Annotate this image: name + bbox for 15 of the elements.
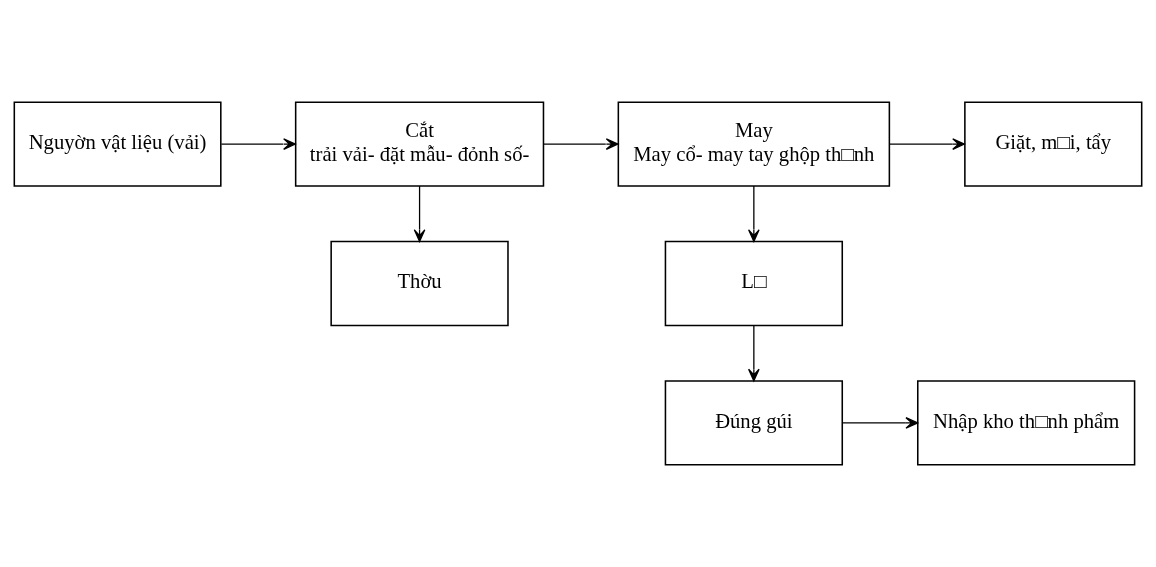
arrow bbox=[888, 138, 965, 150]
arrow bbox=[842, 417, 919, 429]
node-box: May May cổ- may tay ghộp th□nh bbox=[617, 101, 891, 187]
node-box: Nhập kho th□nh phẩm bbox=[917, 380, 1136, 466]
arrow bbox=[747, 185, 760, 243]
node-box: Đúng gúi bbox=[664, 380, 844, 466]
arrow bbox=[220, 138, 296, 150]
arrow bbox=[413, 185, 426, 243]
arrow bbox=[542, 138, 619, 150]
node-box: Giặt, m□i, tẩy bbox=[964, 101, 1143, 187]
node-box: Cắt trải vải- đặt mẫu- đỏnh số- bbox=[294, 101, 545, 187]
node-box: Nguyờn vật liệu (vải) bbox=[13, 101, 222, 187]
node-box: L□ bbox=[664, 240, 844, 327]
node-box: Thờu bbox=[330, 240, 509, 327]
arrow bbox=[747, 324, 760, 382]
